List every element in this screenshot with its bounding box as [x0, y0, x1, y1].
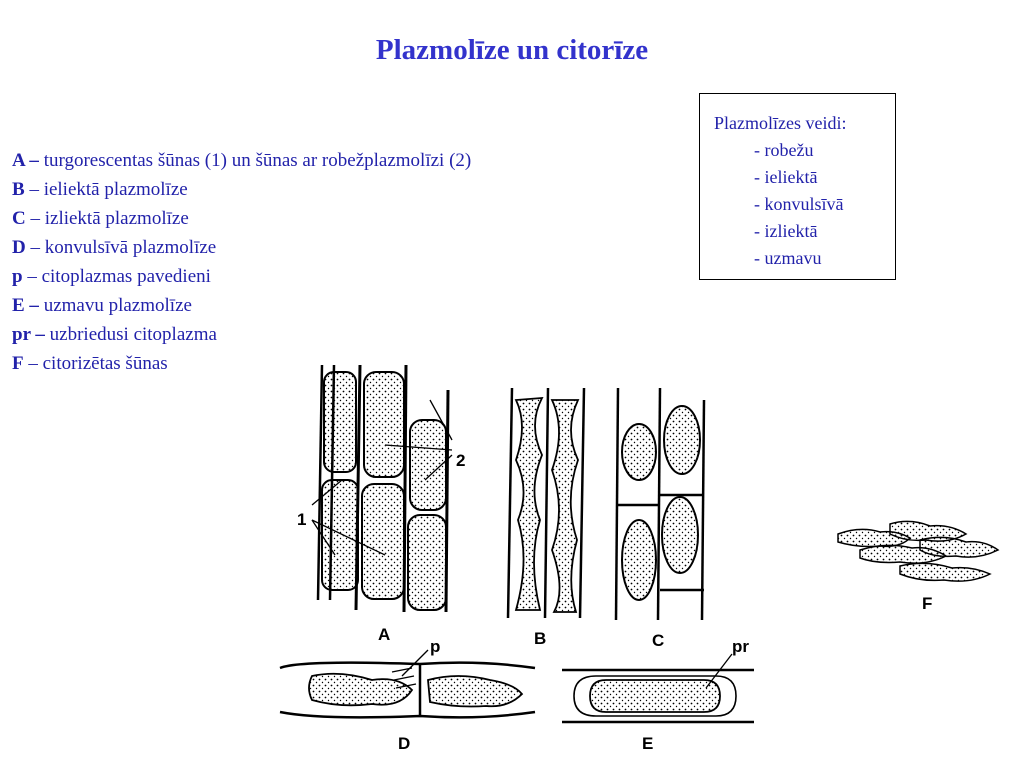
- panel-label-f: F: [922, 594, 932, 613]
- legend-item: A – turgorescentas šūnas (1) un šūnas ar…: [12, 150, 472, 171]
- types-item: - robežu: [754, 140, 814, 160]
- panel-label-b: B: [534, 629, 546, 648]
- panel-d-pointer: [401, 649, 429, 677]
- figure-legend: A – turgorescentas šūnas (1) un šūnas ar…: [12, 146, 471, 378]
- label-2: 2: [456, 451, 465, 470]
- legend-item: E – uzmavu plazmolīze: [12, 295, 192, 316]
- panel-a-pointers: [311, 399, 453, 556]
- label-1: 1: [297, 510, 306, 529]
- panel-d-cells: [279, 661, 536, 719]
- panel-label-e: E: [642, 734, 653, 753]
- panel-a-cells: [316, 364, 450, 613]
- panel-e-pointer: [705, 653, 733, 689]
- label-p: p: [430, 637, 440, 656]
- legend-item: D – konvulsīvā plazmolīze: [12, 237, 217, 258]
- types-item: - izliektā: [754, 221, 818, 241]
- slide-title: Plazmolīze un citorīze: [375, 34, 649, 66]
- panel-label-c: C: [652, 631, 664, 650]
- panel-c-cells: [614, 387, 706, 621]
- types-item: - konvulsīvā: [754, 194, 844, 214]
- label-pr: pr: [732, 637, 749, 656]
- types-item: - ieliektā: [754, 167, 818, 187]
- panel-e-cell: [562, 668, 754, 724]
- legend-item: F – citorizētas šūnas: [12, 353, 168, 374]
- types-item: - uzmavu: [754, 248, 822, 268]
- legend-item: B – ieliektā plazmolīze: [12, 179, 188, 200]
- types-heading: Plazmolīzes veidi:: [714, 113, 847, 133]
- panel-label-a: A: [378, 625, 390, 644]
- legend-item: p – citoplazmas pavedieni: [12, 266, 211, 287]
- legend-item: pr – uzbriedusi citoplazma: [12, 324, 217, 345]
- panel-label-d: D: [398, 734, 410, 753]
- plasmolysis-types-box: Plazmolīzes veidi: - robežu - ieliektā -…: [699, 93, 896, 280]
- legend-item: C – izliektā plazmolīze: [12, 208, 189, 229]
- panel-f-cells: [837, 520, 1000, 582]
- panel-b-cells: [506, 387, 586, 619]
